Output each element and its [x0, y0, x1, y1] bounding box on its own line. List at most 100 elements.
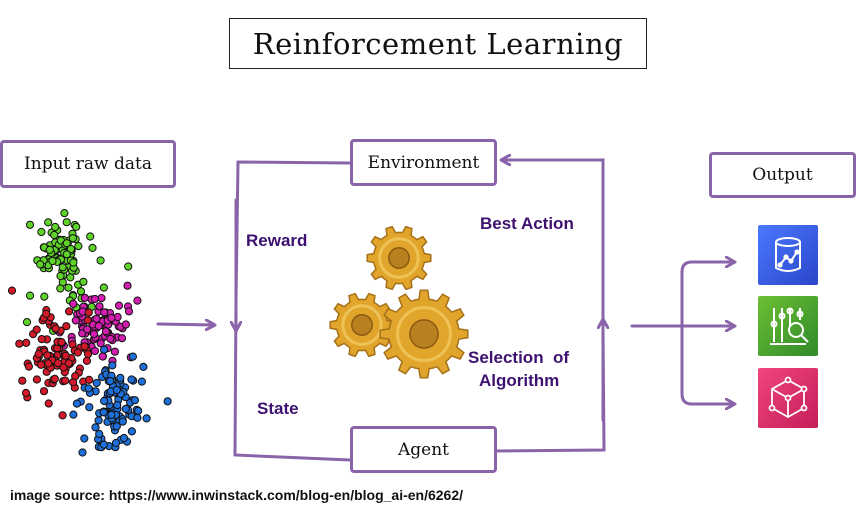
cluster-point — [88, 243, 97, 252]
cluster-point — [65, 307, 74, 316]
cluster-point — [50, 374, 59, 383]
environment-label: Environment — [367, 152, 480, 173]
cluster-point — [84, 308, 93, 317]
cluster-point — [134, 406, 143, 415]
cluster-point — [69, 410, 78, 419]
cluster-point — [71, 316, 80, 325]
cluster-point — [43, 351, 52, 360]
output-box: Output — [709, 152, 856, 198]
cluster-point — [44, 218, 53, 227]
cluster-point — [133, 413, 142, 422]
cluster-point — [91, 423, 100, 432]
output-label: Output — [752, 165, 813, 185]
cluster-point — [53, 359, 63, 368]
cluster-point — [69, 258, 78, 267]
cluster-green — [22, 209, 133, 335]
cluster-point — [21, 388, 31, 398]
cluster-point — [37, 335, 46, 344]
cluster-point — [22, 338, 31, 347]
input-raw-data-label: Input raw data — [24, 154, 152, 174]
best-action-label: Best Action — [480, 214, 574, 233]
cluster-point — [80, 342, 89, 351]
cluster-point — [37, 227, 46, 237]
cluster-point — [66, 273, 75, 282]
cluster-point — [117, 334, 127, 343]
cluster-point — [94, 416, 103, 425]
cluster-point — [61, 376, 70, 385]
cluster-point — [36, 260, 45, 269]
cluster-point — [95, 429, 104, 439]
cluster-point — [101, 327, 111, 336]
cluster-point — [106, 334, 115, 343]
environment-box: Environment — [350, 139, 497, 186]
cluster-point — [112, 422, 121, 431]
cluster-point — [68, 234, 78, 243]
cluster-point — [124, 262, 133, 271]
image-source-caption: image source: https://www.inwinstack.com… — [10, 487, 464, 503]
cluster-point — [100, 345, 109, 354]
cluster-point — [24, 362, 33, 371]
cluster-point — [50, 230, 59, 240]
cluster-point — [83, 316, 92, 325]
cluster-point — [97, 294, 106, 303]
cluster-point — [45, 245, 54, 254]
cluster-point — [84, 384, 93, 393]
cluster-point — [80, 293, 90, 302]
cluster-point — [64, 359, 73, 368]
cluster-point — [62, 218, 71, 227]
cluster-point — [130, 396, 139, 405]
cluster-point — [110, 347, 120, 356]
cluster-point — [92, 378, 101, 388]
cluster-point — [90, 346, 100, 356]
cluster-point — [142, 414, 151, 423]
input-raw-data-box: Input raw data — [0, 140, 176, 188]
cluster-point — [61, 351, 70, 360]
cluster-point — [71, 372, 80, 381]
cluster-point — [32, 325, 41, 334]
cluster-point — [64, 283, 73, 292]
cluster-point — [163, 397, 172, 406]
cluster-point — [121, 320, 131, 329]
cluster-point — [62, 322, 71, 331]
cluster-point — [44, 359, 53, 368]
cluster-point — [66, 244, 76, 254]
cluster-point — [69, 299, 78, 308]
cluster-point — [62, 250, 71, 259]
cluster-point — [56, 284, 65, 293]
cluster-point — [57, 338, 66, 347]
cluster-point — [85, 403, 94, 412]
cluster-point — [99, 440, 108, 449]
data-clusters — [7, 209, 172, 457]
cluster-point — [40, 292, 49, 301]
cluster-point — [25, 291, 35, 300]
cluster-point — [83, 350, 93, 359]
cluster-point — [76, 287, 86, 296]
agent-label: Agent — [398, 439, 449, 460]
cluster-blue — [69, 345, 172, 457]
cluster-point — [95, 302, 104, 311]
cluster-point — [22, 318, 32, 327]
cluster-red — [7, 286, 94, 420]
cluster-point — [112, 385, 121, 395]
analytics-magnifier-icon — [758, 296, 818, 356]
cluster-point — [18, 376, 27, 385]
cluster-point — [78, 448, 87, 457]
cluster-point — [34, 349, 43, 359]
cube-nodes-icon — [758, 368, 818, 428]
cluster-point — [123, 281, 132, 290]
cluster-point — [59, 363, 68, 372]
cluster-point — [7, 286, 17, 295]
agent-to-right-edge — [494, 160, 606, 453]
cluster-point — [82, 356, 92, 365]
cluster-point — [80, 434, 89, 443]
cluster-point — [51, 324, 60, 333]
cluster-point — [58, 263, 67, 272]
cluster-point — [107, 410, 116, 419]
cluster-point — [15, 339, 24, 348]
cluster-point — [89, 330, 99, 339]
cluster-point — [96, 339, 105, 348]
cluster-point — [121, 404, 130, 413]
cluster-point — [118, 417, 127, 426]
cluster-point — [39, 387, 49, 396]
cluster-point — [133, 296, 142, 305]
